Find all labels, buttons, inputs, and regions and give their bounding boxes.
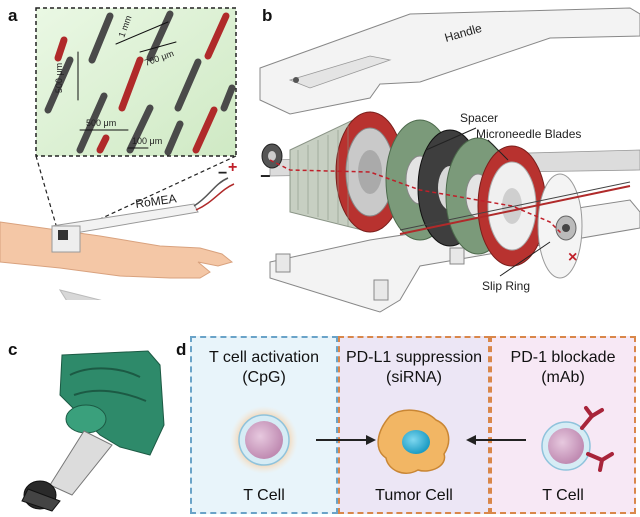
foot-right: T Cell (542, 487, 584, 504)
title-right-line1: PD-1 blockade (510, 349, 616, 366)
arrow-left (466, 435, 526, 445)
t-cell-blocked (541, 421, 591, 471)
down-arrow (58, 289, 102, 300)
romea-label: RoMEA (134, 191, 177, 211)
tumor-cell (377, 409, 450, 474)
conductive-path (269, 159, 563, 235)
minus-sign-b: − (260, 166, 271, 186)
foot-left: T Cell (243, 487, 285, 504)
title-middle-line1: PD-L1 suppression (345, 349, 483, 366)
microneedle-array (44, 10, 236, 156)
dim-500um-horizontal: 500 μm (86, 118, 116, 128)
drum-texture (297, 125, 349, 226)
foot-middle: Tumor Cell (375, 487, 453, 504)
inset-border (35, 7, 237, 157)
box-pd-1-blockade (490, 336, 636, 514)
panel-label-d: d (176, 340, 187, 359)
microneedle-roller-drum (289, 111, 405, 233)
slip-ring-label: Slip Ring (482, 279, 530, 293)
dim-100um: 100 μm (132, 136, 162, 146)
title-pd-1-blockade: PD-1 blockade (mAb) (490, 348, 636, 388)
arrow-right (316, 435, 376, 445)
title-left-line1: T cell activation (209, 349, 319, 366)
spacer-label: Spacer (460, 111, 498, 125)
panel-c-photo (21, 349, 166, 515)
panel-label-b: b (262, 6, 273, 25)
hand (0, 221, 234, 279)
panel-a-graphic: 500 μm 1 mm 700 μm 500 μm 100 μm RoMEA −… (0, 7, 237, 300)
panel-b-graphic: Handle Spacer Microneedle Blades Slip Ri… (259, 7, 640, 313)
slip-ring (537, 173, 583, 279)
t-cell-activated (230, 406, 298, 474)
handle-top (259, 7, 640, 115)
title-pd-l1-suppression: PD-L1 suppression (siRNA) (338, 348, 490, 388)
panel-label-a: a (8, 6, 18, 25)
dim-500um-vertical: 500 μm (54, 63, 64, 93)
antibody-icon (580, 406, 614, 472)
title-t-cell-activation: T cell activation (CpG) (190, 348, 338, 388)
title-left-line2: (CpG) (242, 369, 286, 386)
title-right-line2: (mAb) (541, 369, 585, 386)
roller-handle (49, 430, 113, 496)
microneedle-blades-label: Microneedle Blades (476, 127, 581, 141)
panel-d-cells (230, 406, 614, 474)
panel-label-c: c (8, 340, 18, 359)
title-middle-line2: (siRNA) (386, 369, 442, 386)
minus-sign-a: − (218, 165, 227, 182)
plus-sign-b: × (568, 249, 577, 266)
plus-sign-a: + (228, 159, 237, 176)
